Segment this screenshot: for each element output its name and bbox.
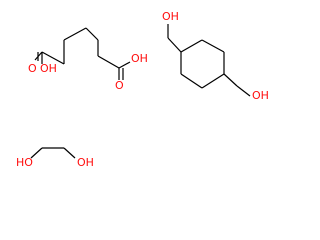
bond xyxy=(167,37,182,53)
bond xyxy=(180,39,203,53)
cyclohexanedimethanol-structure: OH OH xyxy=(162,10,269,102)
bond xyxy=(118,61,131,69)
ethylene-glycol-structure: HO OH xyxy=(16,147,94,169)
bottom-hydroxyl-label: OH xyxy=(252,89,269,102)
bond xyxy=(30,147,43,159)
right-carbonyl-o-label: O xyxy=(115,79,124,92)
bond xyxy=(201,73,225,89)
bond xyxy=(41,51,65,65)
bond xyxy=(236,85,251,97)
left-hydroxyl-label: HO xyxy=(16,156,33,169)
right-hydroxyl-label: OH xyxy=(77,156,94,169)
adipic-acid-structure: OH O OH O xyxy=(28,27,148,92)
left-acid-oh-label: OH xyxy=(40,62,57,75)
bond xyxy=(97,55,120,69)
top-hydroxyl-label: OH xyxy=(162,10,179,23)
bond xyxy=(223,73,238,87)
bond xyxy=(201,39,225,53)
bond xyxy=(63,147,76,159)
bond xyxy=(63,27,87,41)
bond xyxy=(180,73,203,89)
structure-canvas: OH O OH O OH OH HO OH xyxy=(16,10,269,169)
right-acid-oh-label: OH xyxy=(131,52,148,65)
left-carbonyl-o-label: O xyxy=(28,62,37,75)
bond xyxy=(85,27,99,41)
